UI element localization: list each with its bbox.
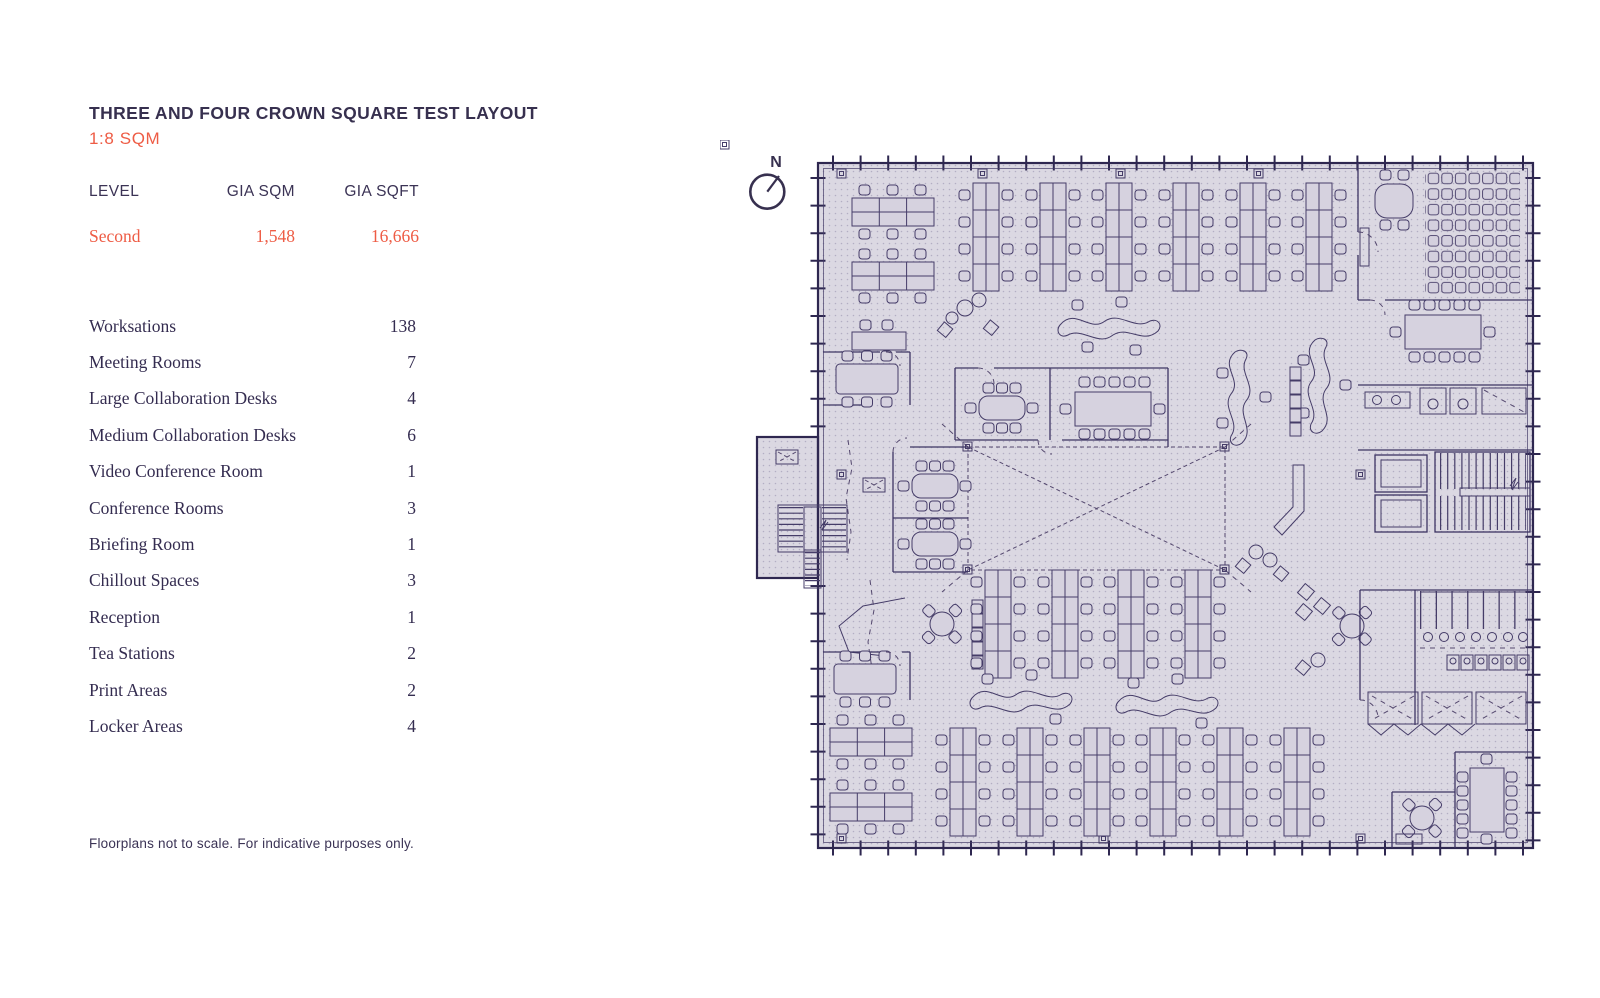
- header-level: LEVEL: [89, 183, 140, 200]
- amenity-label: Video Conference Room: [89, 461, 263, 482]
- amenity-row: Conference Rooms 3: [89, 490, 416, 526]
- amenity-row: Reception 1: [89, 599, 416, 635]
- amenity-row: Locker Areas 4: [89, 708, 416, 744]
- amenity-row: Chillout Spaces 3: [89, 563, 416, 599]
- amenity-row: Video Conference Room 1: [89, 454, 416, 490]
- office-room: [1388, 784, 1456, 852]
- level-value: Second: [89, 226, 141, 246]
- conference-room-a: [1358, 299, 1533, 386]
- amenity-row: Meeting Rooms 7: [89, 344, 416, 380]
- amenity-count: 6: [407, 424, 416, 445]
- meeting-rooms-west: [892, 437, 971, 573]
- area-table-header: LEVEL GIA SQM GIA SQFT: [89, 183, 419, 201]
- amenity-count: 4: [407, 388, 416, 409]
- amenity-count: 7: [407, 352, 416, 373]
- area-table: LEVEL GIA SQM GIA SQFT Second 1,548 16,6…: [89, 183, 419, 247]
- atrium-void: [941, 423, 1252, 593]
- amenity-count: 2: [407, 679, 416, 700]
- area-table-row: Second 1,548 16,666: [89, 226, 419, 247]
- north-indicator: N: [748, 154, 786, 211]
- amenity-row: Worksations 138: [89, 308, 416, 344]
- meeting-rooms-center: [954, 367, 1169, 447]
- header-gia-sqft: GIA SQFT: [344, 183, 419, 200]
- amenity-count: 2: [407, 643, 416, 664]
- collaboration-area-top: [936, 292, 1352, 446]
- amenity-label: Briefing Room: [89, 534, 195, 555]
- wc-lower: [1359, 589, 1533, 725]
- amenity-row: Print Areas 2: [89, 672, 416, 708]
- amenity-label: Locker Areas: [89, 715, 183, 736]
- stairs-east: [1434, 451, 1531, 533]
- collaboration-area-bottom: [969, 669, 1219, 729]
- basin-row: [1446, 654, 1530, 671]
- amenity-count: 3: [407, 570, 416, 591]
- amenity-label: Reception: [89, 606, 160, 627]
- gia-sqft-value: 16,666: [370, 226, 419, 246]
- amenity-count: 1: [407, 534, 416, 555]
- amenity-count: 4: [407, 715, 416, 736]
- floorplan: N: [720, 140, 1541, 856]
- page-subtitle: 1:8 SQM: [89, 129, 161, 148]
- left-rooms: [775, 319, 984, 707]
- locker-bays: [1367, 691, 1527, 736]
- page-title: THREE AND FOUR CROWN SQUARE TEST LAYOUT: [89, 103, 538, 123]
- amenity-label: Worksations: [89, 315, 177, 336]
- chillout-east: [1234, 464, 1386, 677]
- amenity-count: 138: [389, 315, 416, 336]
- amenity-label: Chillout Spaces: [89, 570, 200, 591]
- footnote: Floorplans not to scale. For indicative …: [89, 836, 414, 851]
- locker-column: [1289, 366, 1302, 437]
- door-swings: [885, 299, 1386, 719]
- briefing-room-chairs: [1425, 170, 1520, 296]
- amenity-row: Large Collaboration Desks 4: [89, 381, 416, 417]
- amenity-row: Medium Collaboration Desks 6: [89, 417, 416, 453]
- briefing-room: [1357, 163, 1533, 301]
- lift-core: [1374, 454, 1428, 533]
- amenity-label: Medium Collaboration Desks: [89, 424, 297, 445]
- amenity-label: Meeting Rooms: [89, 352, 202, 373]
- header-gia-sqm: GIA SQM: [226, 183, 295, 200]
- gia-sqm-value: 1,548: [255, 226, 295, 246]
- amenity-label: Tea Stations: [89, 643, 175, 664]
- amenity-count: 1: [407, 606, 416, 627]
- amenity-count: 1: [407, 461, 416, 482]
- amenity-count: 3: [407, 497, 416, 518]
- amenities-list: Worksations 138 Meeting Rooms 7 Large Co…: [89, 308, 416, 745]
- north-label: N: [770, 154, 782, 171]
- amenity-label: Large Collaboration Desks: [89, 388, 278, 409]
- conference-room-b: [1454, 751, 1533, 848]
- amenity-row: Briefing Room 1: [89, 526, 416, 562]
- amenity-row: Tea Stations 2: [89, 636, 416, 672]
- stairs-west: [777, 504, 848, 589]
- column-markers: [720, 140, 1366, 844]
- amenity-label: Print Areas: [89, 679, 168, 700]
- wc-upper: [1358, 387, 1533, 451]
- amenity-label: Conference Rooms: [89, 497, 224, 518]
